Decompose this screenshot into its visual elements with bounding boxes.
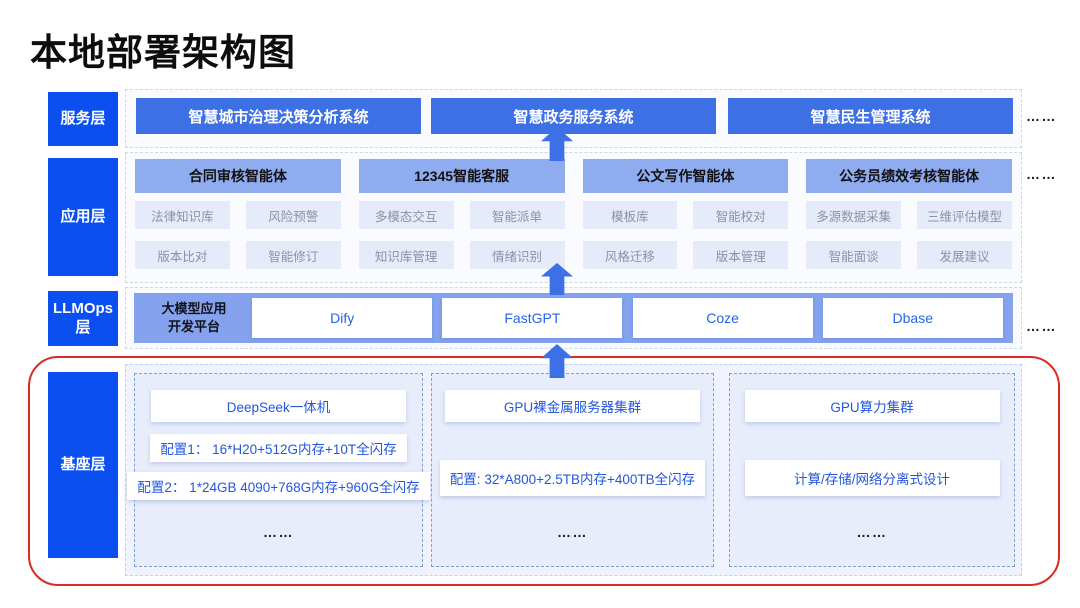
config-spec: 配置: 32*A800+2.5TB内存+400TB全闪存 bbox=[439, 460, 706, 496]
application-layer-label-text: 应用层 bbox=[60, 207, 106, 225]
capability-chip: 智能校对 bbox=[693, 201, 789, 229]
agent-group-title: 12345智能客服 bbox=[358, 159, 565, 193]
system-box-label: 智慧政务服务系统 bbox=[513, 108, 634, 126]
capability-chip: 多模态交互 bbox=[358, 201, 454, 229]
agent-group-performance-appraisal: 公务员绩效考核智能体 多源数据采集 三维评估模型 智能面谈 发展建议 bbox=[806, 159, 1012, 269]
system-box-label: 智慧民生管理系统 bbox=[810, 108, 931, 126]
base-column-gpu-cluster: GPU算力集群 计算/存储/网络分离式设计 …… bbox=[729, 373, 1015, 567]
llmops-platform-band: 大模型应用 开发平台 Dify FastGPT Coze Dbase bbox=[134, 293, 1013, 343]
tool-box-coze: Coze bbox=[632, 298, 813, 338]
tool-box-fastgpt: FastGPT bbox=[442, 298, 623, 338]
base-layer-panel: DeepSeek一体机 配置1： 16*H20+512G内存+10T全闪存 配置… bbox=[125, 364, 1022, 576]
base-layer-label: 基座层 bbox=[48, 372, 118, 558]
agent-group-contract-review: 合同审核智能体 法律知识库 风险预警 版本比对 智能修订 bbox=[135, 159, 341, 269]
agent-group-capabilities: 多源数据采集 三维评估模型 智能面谈 发展建议 bbox=[806, 201, 1012, 269]
service-layer-label: 服务层 bbox=[48, 92, 118, 146]
application-layer-ellipsis: …… bbox=[1026, 166, 1057, 182]
agent-group-title: 公务员绩效考核智能体 bbox=[806, 159, 1012, 193]
capability-chip: 模板库 bbox=[582, 201, 678, 229]
capability-chip: 知识库管理 bbox=[358, 241, 454, 269]
capability-chip: 法律知识库 bbox=[135, 201, 230, 229]
agent-group-title: 合同审核智能体 bbox=[135, 159, 341, 193]
system-box-livelihood: 智慧民生管理系统 bbox=[728, 98, 1013, 134]
agent-group-title: 公文写作智能体 bbox=[582, 159, 789, 193]
capability-chip: 三维评估模型 bbox=[917, 201, 1012, 229]
config-spec: 配置1： 16*H20+512G内存+10T全闪存 bbox=[150, 434, 407, 462]
platform-label-line1: 大模型应用 bbox=[161, 301, 227, 317]
llmops-layer-ellipsis: …… bbox=[1026, 318, 1057, 334]
agent-group-capabilities: 多模态交互 智能派单 知识库管理 情绪识别 bbox=[358, 201, 565, 269]
tool-box-dify: Dify bbox=[252, 298, 433, 338]
base-column-title: GPU裸金属服务器集群 bbox=[445, 390, 700, 422]
service-layer-panel: 智慧城市治理决策分析系统 智慧政务服务系统 智慧民生管理系统 bbox=[125, 89, 1022, 148]
base-column-title: GPU算力集群 bbox=[744, 390, 1000, 422]
llmops-tools: Dify FastGPT Coze Dbase bbox=[242, 298, 1013, 338]
base-column-ellipsis: …… bbox=[263, 524, 294, 540]
base-column-gpu-baremetal: GPU裸金属服务器集群 配置: 32*A800+2.5TB内存+400TB全闪存… bbox=[431, 373, 714, 567]
platform-label-line2: 开发平台 bbox=[167, 319, 220, 334]
agent-group-12345-service: 12345智能客服 多模态交互 智能派单 知识库管理 情绪识别 bbox=[358, 159, 565, 269]
capability-chip: 版本管理 bbox=[693, 241, 789, 269]
base-layer-label-text: 基座层 bbox=[60, 455, 106, 473]
system-box-label: 智慧城市治理决策分析系统 bbox=[188, 108, 369, 126]
capability-chip: 智能修订 bbox=[245, 241, 341, 269]
system-box-gov-service: 智慧政务服务系统 bbox=[431, 98, 716, 134]
base-column-deepseek: DeepSeek一体机 配置1： 16*H20+512G内存+10T全闪存 配置… bbox=[127, 373, 430, 567]
system-box-city-governance: 智慧城市治理决策分析系统 bbox=[136, 98, 421, 134]
agent-group-document-writing: 公文写作智能体 模板库 智能校对 风格迁移 版本管理 bbox=[582, 159, 789, 269]
capability-chip: 多源数据采集 bbox=[806, 201, 902, 229]
capability-chip: 版本比对 bbox=[135, 241, 230, 269]
capability-chip: 风格迁移 bbox=[582, 241, 678, 269]
llmops-label-line1: LLMOps bbox=[53, 299, 113, 317]
application-layer-label: 应用层 bbox=[48, 158, 118, 276]
capability-chip: 发展建议 bbox=[917, 241, 1012, 269]
application-layer-panel: 合同审核智能体 法律知识库 风险预警 版本比对 智能修订 12345智能客服 多… bbox=[125, 152, 1022, 283]
service-layer-label-text: 服务层 bbox=[60, 109, 106, 127]
capability-chip: 智能派单 bbox=[469, 201, 565, 229]
base-column-ellipsis: …… bbox=[557, 524, 588, 540]
config-spec: 配置2： 1*24GB 4090+768G内存+960G全闪存 bbox=[127, 472, 430, 500]
base-column-title: DeepSeek一体机 bbox=[151, 390, 406, 422]
llmops-layer-panel: 大模型应用 开发平台 Dify FastGPT Coze Dbase bbox=[125, 287, 1022, 349]
capability-chip: 智能面谈 bbox=[806, 241, 902, 269]
agent-group-capabilities: 法律知识库 风险预警 版本比对 智能修订 bbox=[135, 201, 341, 269]
config-spec: 计算/存储/网络分离式设计 bbox=[744, 460, 1000, 496]
capability-chip: 风险预警 bbox=[245, 201, 341, 229]
agent-groups: 合同审核智能体 法律知识库 风险预警 版本比对 智能修订 12345智能客服 多… bbox=[135, 159, 1012, 269]
base-column-ellipsis: …… bbox=[856, 524, 888, 540]
capability-chip: 情绪识别 bbox=[469, 241, 565, 269]
platform-label: 大模型应用 开发平台 bbox=[146, 300, 242, 335]
tool-box-dbase: Dbase bbox=[822, 298, 1003, 338]
llmops-label-line2: 层 bbox=[75, 318, 91, 336]
llmops-layer-label: LLMOps 层 bbox=[48, 291, 118, 346]
service-layer-ellipsis: …… bbox=[1026, 108, 1057, 124]
agent-group-capabilities: 模板库 智能校对 风格迁移 版本管理 bbox=[582, 201, 789, 269]
page-title: 本地部署架构图 bbox=[30, 32, 296, 73]
